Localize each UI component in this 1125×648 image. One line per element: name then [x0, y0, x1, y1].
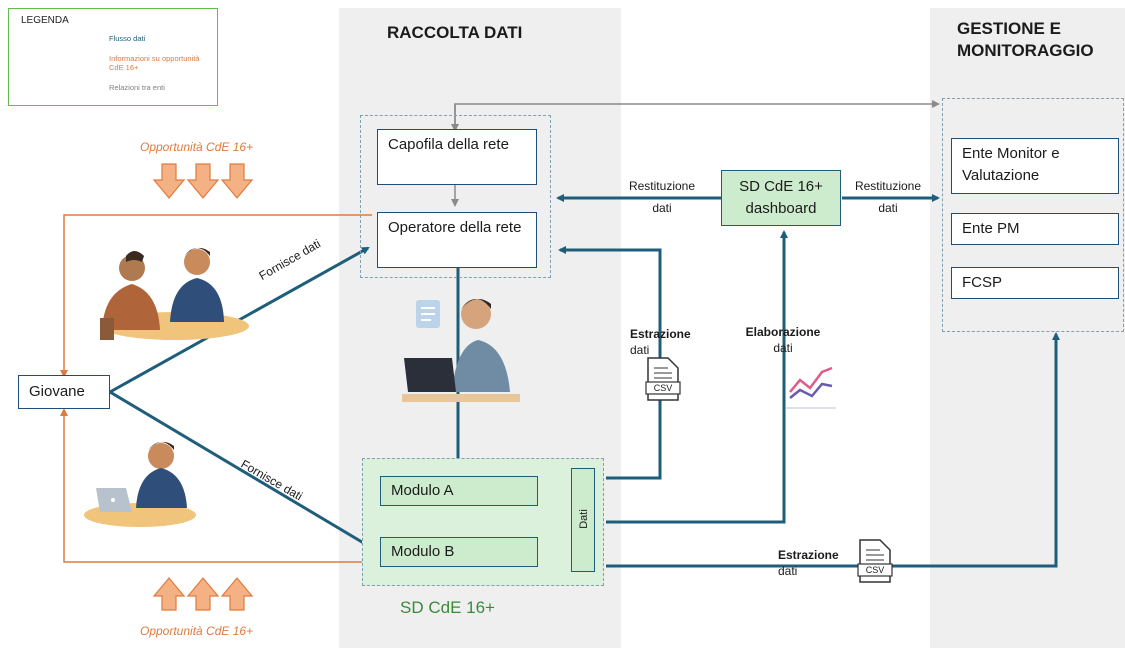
gestione-panel: [930, 8, 1125, 648]
csv-icon-1: [645, 357, 681, 401]
estrazione-mid-label: Estrazione dati: [630, 327, 691, 357]
rete-group: [360, 115, 551, 278]
chart-icon: [786, 366, 836, 409]
modulo-a-node: Modulo A: [380, 476, 538, 506]
ente-pm-node: Ente PM: [951, 213, 1119, 245]
dati-label: Dati: [578, 509, 590, 529]
operatore-node: Operatore della rete: [377, 212, 537, 268]
opportunity-label-bottom: Opportunità CdE 16+: [140, 624, 254, 638]
laptop-person-illustration: [402, 299, 520, 402]
legend: LEGENDA Flusso dati Informazioni su oppo…: [8, 8, 218, 106]
legend-item-relazioni: Relazioni tra enti: [109, 83, 165, 92]
giovane-node: Giovane: [18, 375, 110, 409]
dati-node: Dati: [571, 468, 595, 572]
csv-label-1: CSV: [653, 383, 673, 393]
dashboard-node: SD CdE 16+ dashboard: [721, 170, 841, 226]
capofila-node: Capofila della rete: [377, 129, 537, 185]
legend-item-flusso: Flusso dati: [109, 34, 146, 43]
meeting-illustration: [100, 247, 249, 340]
estrazione-bottom-label: Estrazione dati: [778, 548, 839, 578]
csv-icon-2: [857, 539, 893, 583]
gestione-group: [942, 98, 1124, 332]
restituzione-left-label: Restituzione dati: [628, 179, 696, 215]
person-laptop-illustration: [84, 441, 196, 527]
restituzione-right-label: Restituzione dati: [854, 179, 922, 215]
opportunity-label-top: Opportunità CdE 16+: [140, 140, 254, 154]
modulo-b-node: Modulo B: [380, 537, 538, 567]
fcsp-node: FCSP: [951, 267, 1119, 299]
section-title-raccolta: RACCOLTA DATI: [387, 23, 523, 42]
section-title-gestione: GESTIONE E MONITORAGGIO: [957, 19, 1094, 60]
elaborazione-label: Elaborazione dati: [745, 325, 821, 355]
ente-monitor-node: Ente Monitor e Valutazione: [951, 138, 1119, 194]
sd-group-label: SD CdE 16+: [400, 598, 495, 617]
csv-label-2: CSV: [865, 565, 885, 575]
legend-title: LEGENDA: [21, 15, 69, 26]
legend-item-opportunita: Informazioni su opportunità CdE 16+: [109, 54, 200, 72]
